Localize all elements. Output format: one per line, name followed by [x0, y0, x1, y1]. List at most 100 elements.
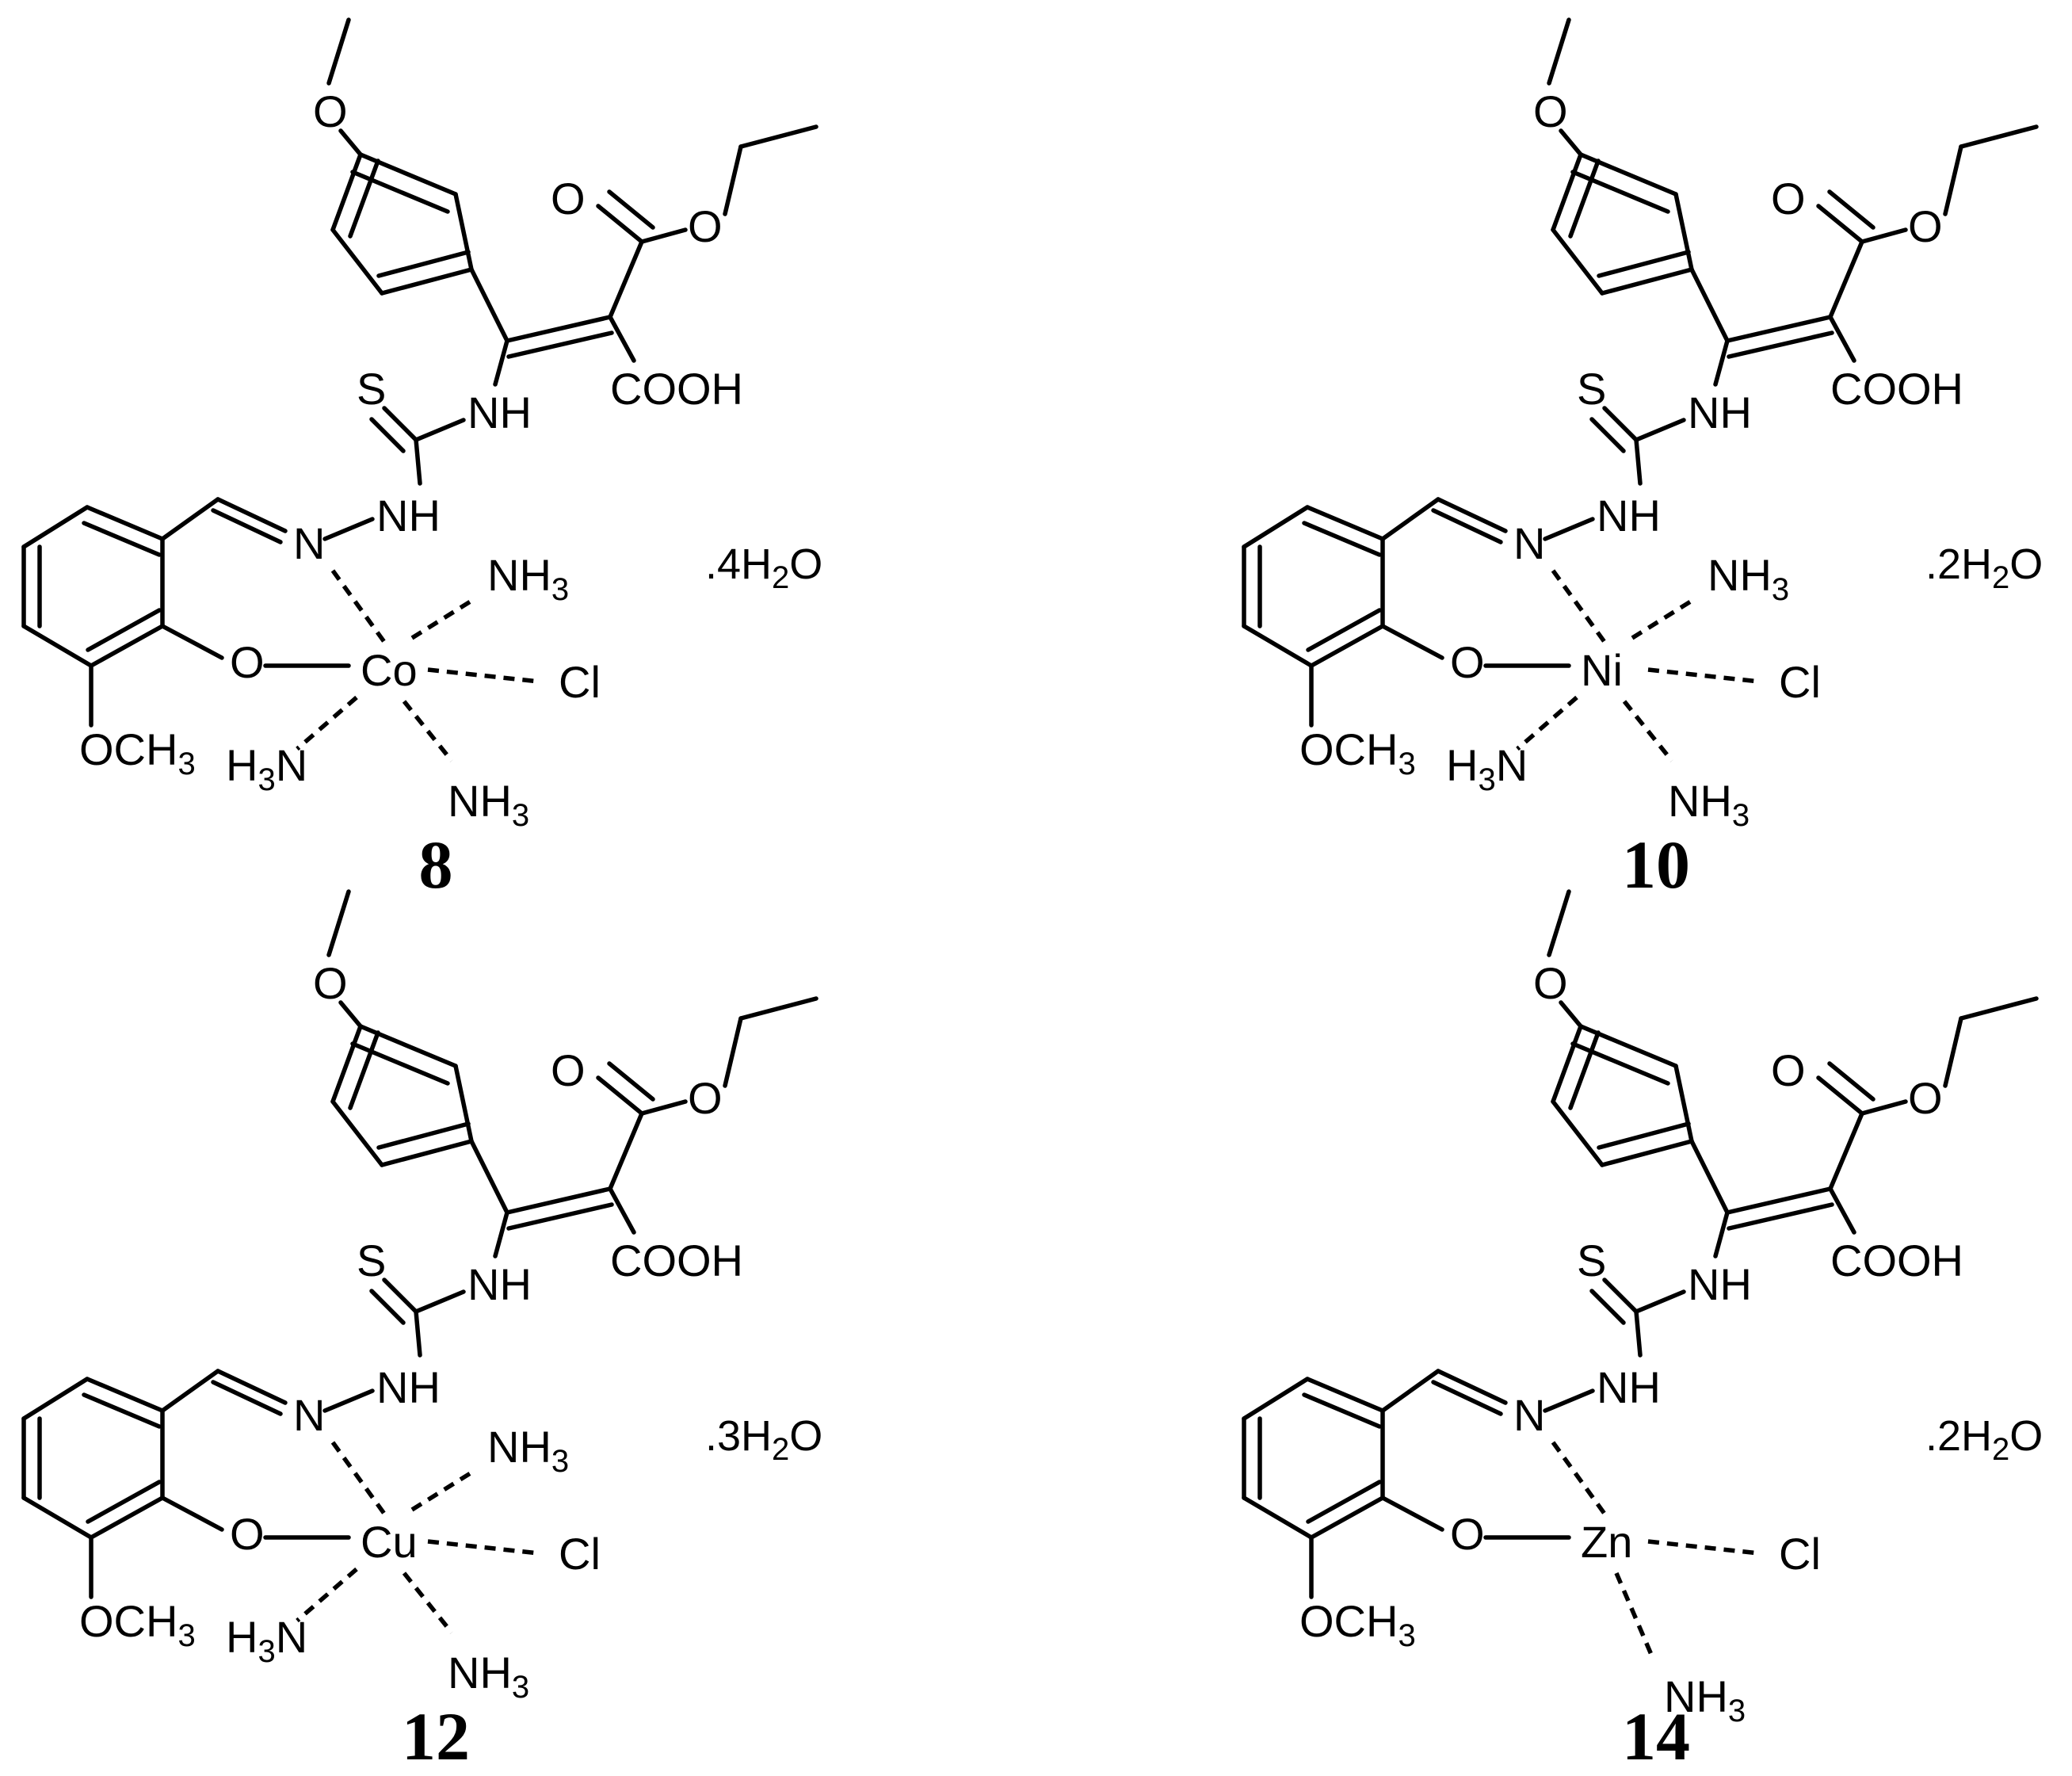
metal-cl-bond: [427, 667, 540, 684]
ester-carbonyl-carbon-bond: [1828, 1111, 1864, 1191]
nh-label-lower: NH: [376, 1362, 441, 1412]
aryl-vinyl-bond: [469, 267, 509, 343]
vanillyl-ring-bond-3: [21, 1377, 90, 1421]
vanillyl-ring-bond-6: [89, 624, 165, 668]
phenolate-oxygen-label: O: [1450, 637, 1485, 687]
chloride-label: Cl: [1779, 657, 1821, 707]
nn-bond: [1543, 1388, 1595, 1413]
ester-carbonyl-double-bond: [1816, 1075, 1864, 1116]
thiocarbonyl-nh-bond: [414, 437, 422, 486]
vanillyl-ring-bond-2-second: [82, 521, 162, 557]
metal-label-zn: Zn: [1581, 1517, 1632, 1567]
methoxy-oxygen-label: O: [1533, 86, 1568, 136]
nh-thiocarbonyl-bond: [414, 418, 466, 442]
ester-carbonyl-oxygen-label: O: [1771, 174, 1806, 223]
ester-carbonyl-double-bond-second: [607, 1061, 655, 1102]
ethyl-bond-1: [723, 1016, 743, 1088]
n-metal-coordination-bond: [1551, 1441, 1607, 1515]
vanillyl-ring-bond-5: [1242, 1495, 1314, 1540]
ester-oxygen-bond: [639, 227, 688, 244]
vanillyl-ring-bond-2: [1305, 505, 1385, 541]
imine-double-bond: [216, 497, 288, 533]
methoxyphenyl-ring-bond-1-second: [350, 1041, 450, 1086]
compound-number-label: 10: [1622, 827, 1690, 903]
aryl-imine-bond: [1380, 497, 1440, 541]
acid-bond: [1828, 315, 1856, 363]
nh-thiocarbonyl-bond: [1634, 1289, 1686, 1314]
cooh-label: COOH: [1830, 1236, 1963, 1285]
methoxy-methyl-bond: [1547, 889, 1571, 957]
alkene-double-bond-second: [506, 1202, 614, 1231]
nh-label-upper: NH: [467, 1259, 532, 1309]
methoxyphenyl-ring-bond-3: [1600, 1139, 1694, 1167]
thiocarbonyl-double-bond-second: [369, 1289, 406, 1325]
methoxyphenyl-ring-bond-2: [453, 1064, 474, 1144]
thiocarbonyl-nh-bond: [1634, 437, 1643, 486]
sulfur-label: S: [357, 364, 386, 414]
methoxy-oxygen-label: O: [313, 86, 348, 136]
compound-number-label: 8: [419, 827, 453, 903]
methoxy-bond: [1559, 128, 1583, 157]
thiocarbonyl-double-bond-second: [369, 417, 406, 453]
h3n-label: H3N: [226, 740, 307, 797]
sulfur-label: S: [1577, 1236, 1606, 1285]
vanillyl-ring-bond-5: [1242, 624, 1314, 668]
alkene-double-bond: [505, 1186, 612, 1215]
thiocarbonyl-double-bond: [382, 406, 418, 442]
n-metal-coordination-bond: [330, 569, 387, 644]
ester-carbonyl-carbon-bond: [1828, 239, 1864, 319]
nh-label-upper: NH: [1688, 1259, 1752, 1309]
metal-nh3-upper-bond: [1631, 596, 1697, 640]
n-metal-coordination-bond: [1551, 569, 1607, 644]
hydrate-label: .4H2O: [705, 540, 822, 595]
alkene-double-bond: [505, 315, 612, 343]
nh3-label-upper: NH3: [487, 1422, 569, 1479]
alkene-double-bond: [1725, 1186, 1833, 1215]
nh3-label-lower: NH3: [1664, 1671, 1746, 1728]
ester-oxygen-bond: [639, 1099, 688, 1116]
nh-label-upper: NH: [467, 388, 532, 437]
methoxyphenyl-ring-bond-1-second: [1570, 1041, 1670, 1086]
metal-cl-bond: [1647, 667, 1760, 684]
och3-label: OCH3: [1299, 1596, 1416, 1653]
ester-carbonyl-double-bond: [1816, 204, 1864, 244]
methoxyphenyl-ring-bond-3-second: [1597, 250, 1691, 278]
methoxyphenyl-ring-bond-3: [1600, 267, 1694, 296]
metal-nh3-lower-bond: [402, 700, 454, 762]
methoxy-bond: [1559, 1000, 1583, 1029]
vanillyl-ring-bond-5: [21, 1495, 93, 1540]
imine-double-bond: [1436, 497, 1508, 533]
alkene-double-bond-second: [506, 330, 614, 359]
chloride-label: Cl: [1779, 1529, 1821, 1579]
thiocarbonyl-double-bond: [382, 1278, 418, 1314]
vanillyl-ring-bond-6-second: [86, 608, 162, 652]
metal-label-co: Co: [361, 645, 418, 695]
hydrate-label: .3H2O: [705, 1412, 822, 1467]
phenolate-bond: [160, 1495, 224, 1532]
n-metal-coordination-bond: [330, 1441, 387, 1515]
alkene-nh-bond: [493, 338, 509, 387]
methoxyphenyl-ring-bond-2: [453, 192, 474, 272]
metal-nh3-left-bond: [296, 695, 358, 751]
vanillyl-ring-bond-2-second: [82, 1392, 162, 1429]
thiocarbonyl-nh-bond: [1634, 1309, 1643, 1358]
aryl-imine-bond: [160, 1369, 220, 1413]
methoxy-methyl-bond: [1547, 17, 1571, 86]
phenolate-bond: [1380, 1495, 1444, 1532]
chloride-label: Cl: [559, 1529, 601, 1579]
methoxyphenyl-ring-bond-1-second: [1570, 170, 1670, 214]
methoxy-oxygen-label: O: [1533, 958, 1568, 1008]
phenolate-oxygen-label: O: [230, 637, 265, 687]
acid-bond: [608, 315, 636, 363]
nn-bond: [322, 1388, 375, 1413]
vanillyl-ring-bond-6: [89, 1495, 165, 1540]
vanillyl-ring-bond-2: [1305, 1377, 1385, 1413]
vanillyl-ring-bond-2: [85, 505, 165, 541]
methoxyphenyl-ring-bond-1-second: [350, 170, 450, 214]
ethyl-bond-2: [738, 996, 818, 1021]
methoxyphenyl-ring-bond-2: [1673, 1064, 1694, 1144]
alkene-nh-bond: [493, 1210, 509, 1258]
nh-label-lower: NH: [376, 491, 441, 540]
methoxyphenyl-ring-bond-3-second: [376, 250, 471, 278]
